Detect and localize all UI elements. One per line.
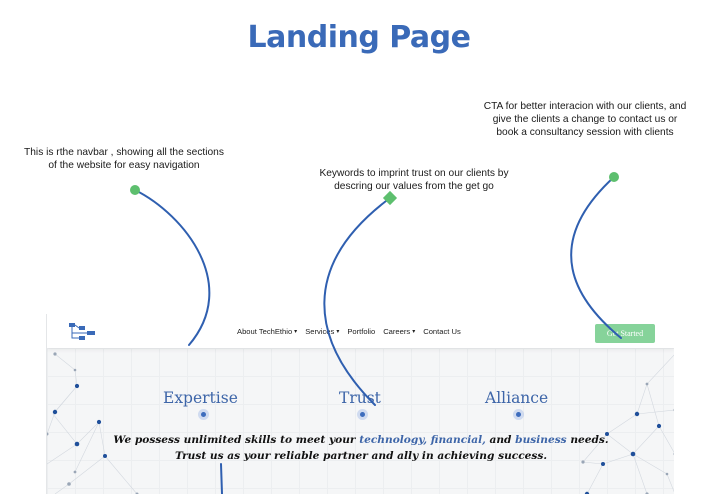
caret-down-icon: ▾ xyxy=(412,328,416,335)
annotation-cta: CTA for better interacion with our clien… xyxy=(483,101,687,139)
caret-down-icon: ▾ xyxy=(336,328,340,335)
nav-item-contact[interactable]: Contact Us xyxy=(423,327,461,336)
hero-tagline: We possess unlimited skills to meet your… xyxy=(47,432,674,465)
navbar-marker xyxy=(130,185,140,195)
nav-item-label: Services xyxy=(305,326,335,336)
tagline-highlight: technology, financial, xyxy=(359,434,486,446)
tagline-text: Trust us as your reliable partner and al… xyxy=(174,450,548,463)
nav-item-label: Careers xyxy=(383,326,411,336)
keyword-expertise: Expertise xyxy=(163,389,238,407)
page-title: Landing Page xyxy=(247,20,472,55)
caret-down-icon: ▾ xyxy=(294,328,298,335)
annotation-trust-keywords: Keywords to imprint trust on our clients… xyxy=(319,168,509,193)
tagline-highlight: business xyxy=(515,434,567,446)
nav-item-label: About TechEthio xyxy=(237,326,293,336)
nav-item-label: Portfolio xyxy=(347,326,376,336)
nav-links: About TechEthio ▾ Services ▾ Portfolio C… xyxy=(237,314,461,348)
techethio-logo[interactable] xyxy=(69,323,95,341)
annotation-navbar: This is rthe navbar , showing all the se… xyxy=(24,147,224,172)
landing-page-screenshot: About TechEthio ▾ Services ▾ Portfolio C… xyxy=(46,314,674,494)
tagline-text: We possess unlimited skills to meet your xyxy=(113,434,360,446)
keyword-dot xyxy=(201,412,206,417)
nav-item-careers[interactable]: Careers ▾ xyxy=(383,327,415,336)
tagline-text: needs. xyxy=(566,434,609,446)
nav-item-services[interactable]: Services ▾ xyxy=(305,327,339,336)
nav-item-about[interactable]: About TechEthio ▾ xyxy=(237,327,297,336)
nav-item-label: Contact Us xyxy=(423,326,461,336)
network-decoration xyxy=(47,352,674,494)
cta-marker xyxy=(609,172,619,182)
keyword-trust: Trust xyxy=(339,389,381,407)
keyword-dot xyxy=(516,412,521,417)
tagline-text: and xyxy=(485,434,516,446)
nav-item-portfolio[interactable]: Portfolio xyxy=(347,327,375,336)
get-started-button[interactable]: Get Started xyxy=(595,324,655,343)
keyword-alliance: Alliance xyxy=(485,389,549,407)
keyword-dot xyxy=(360,412,365,417)
navbar: About TechEthio ▾ Services ▾ Portfolio C… xyxy=(47,314,674,348)
